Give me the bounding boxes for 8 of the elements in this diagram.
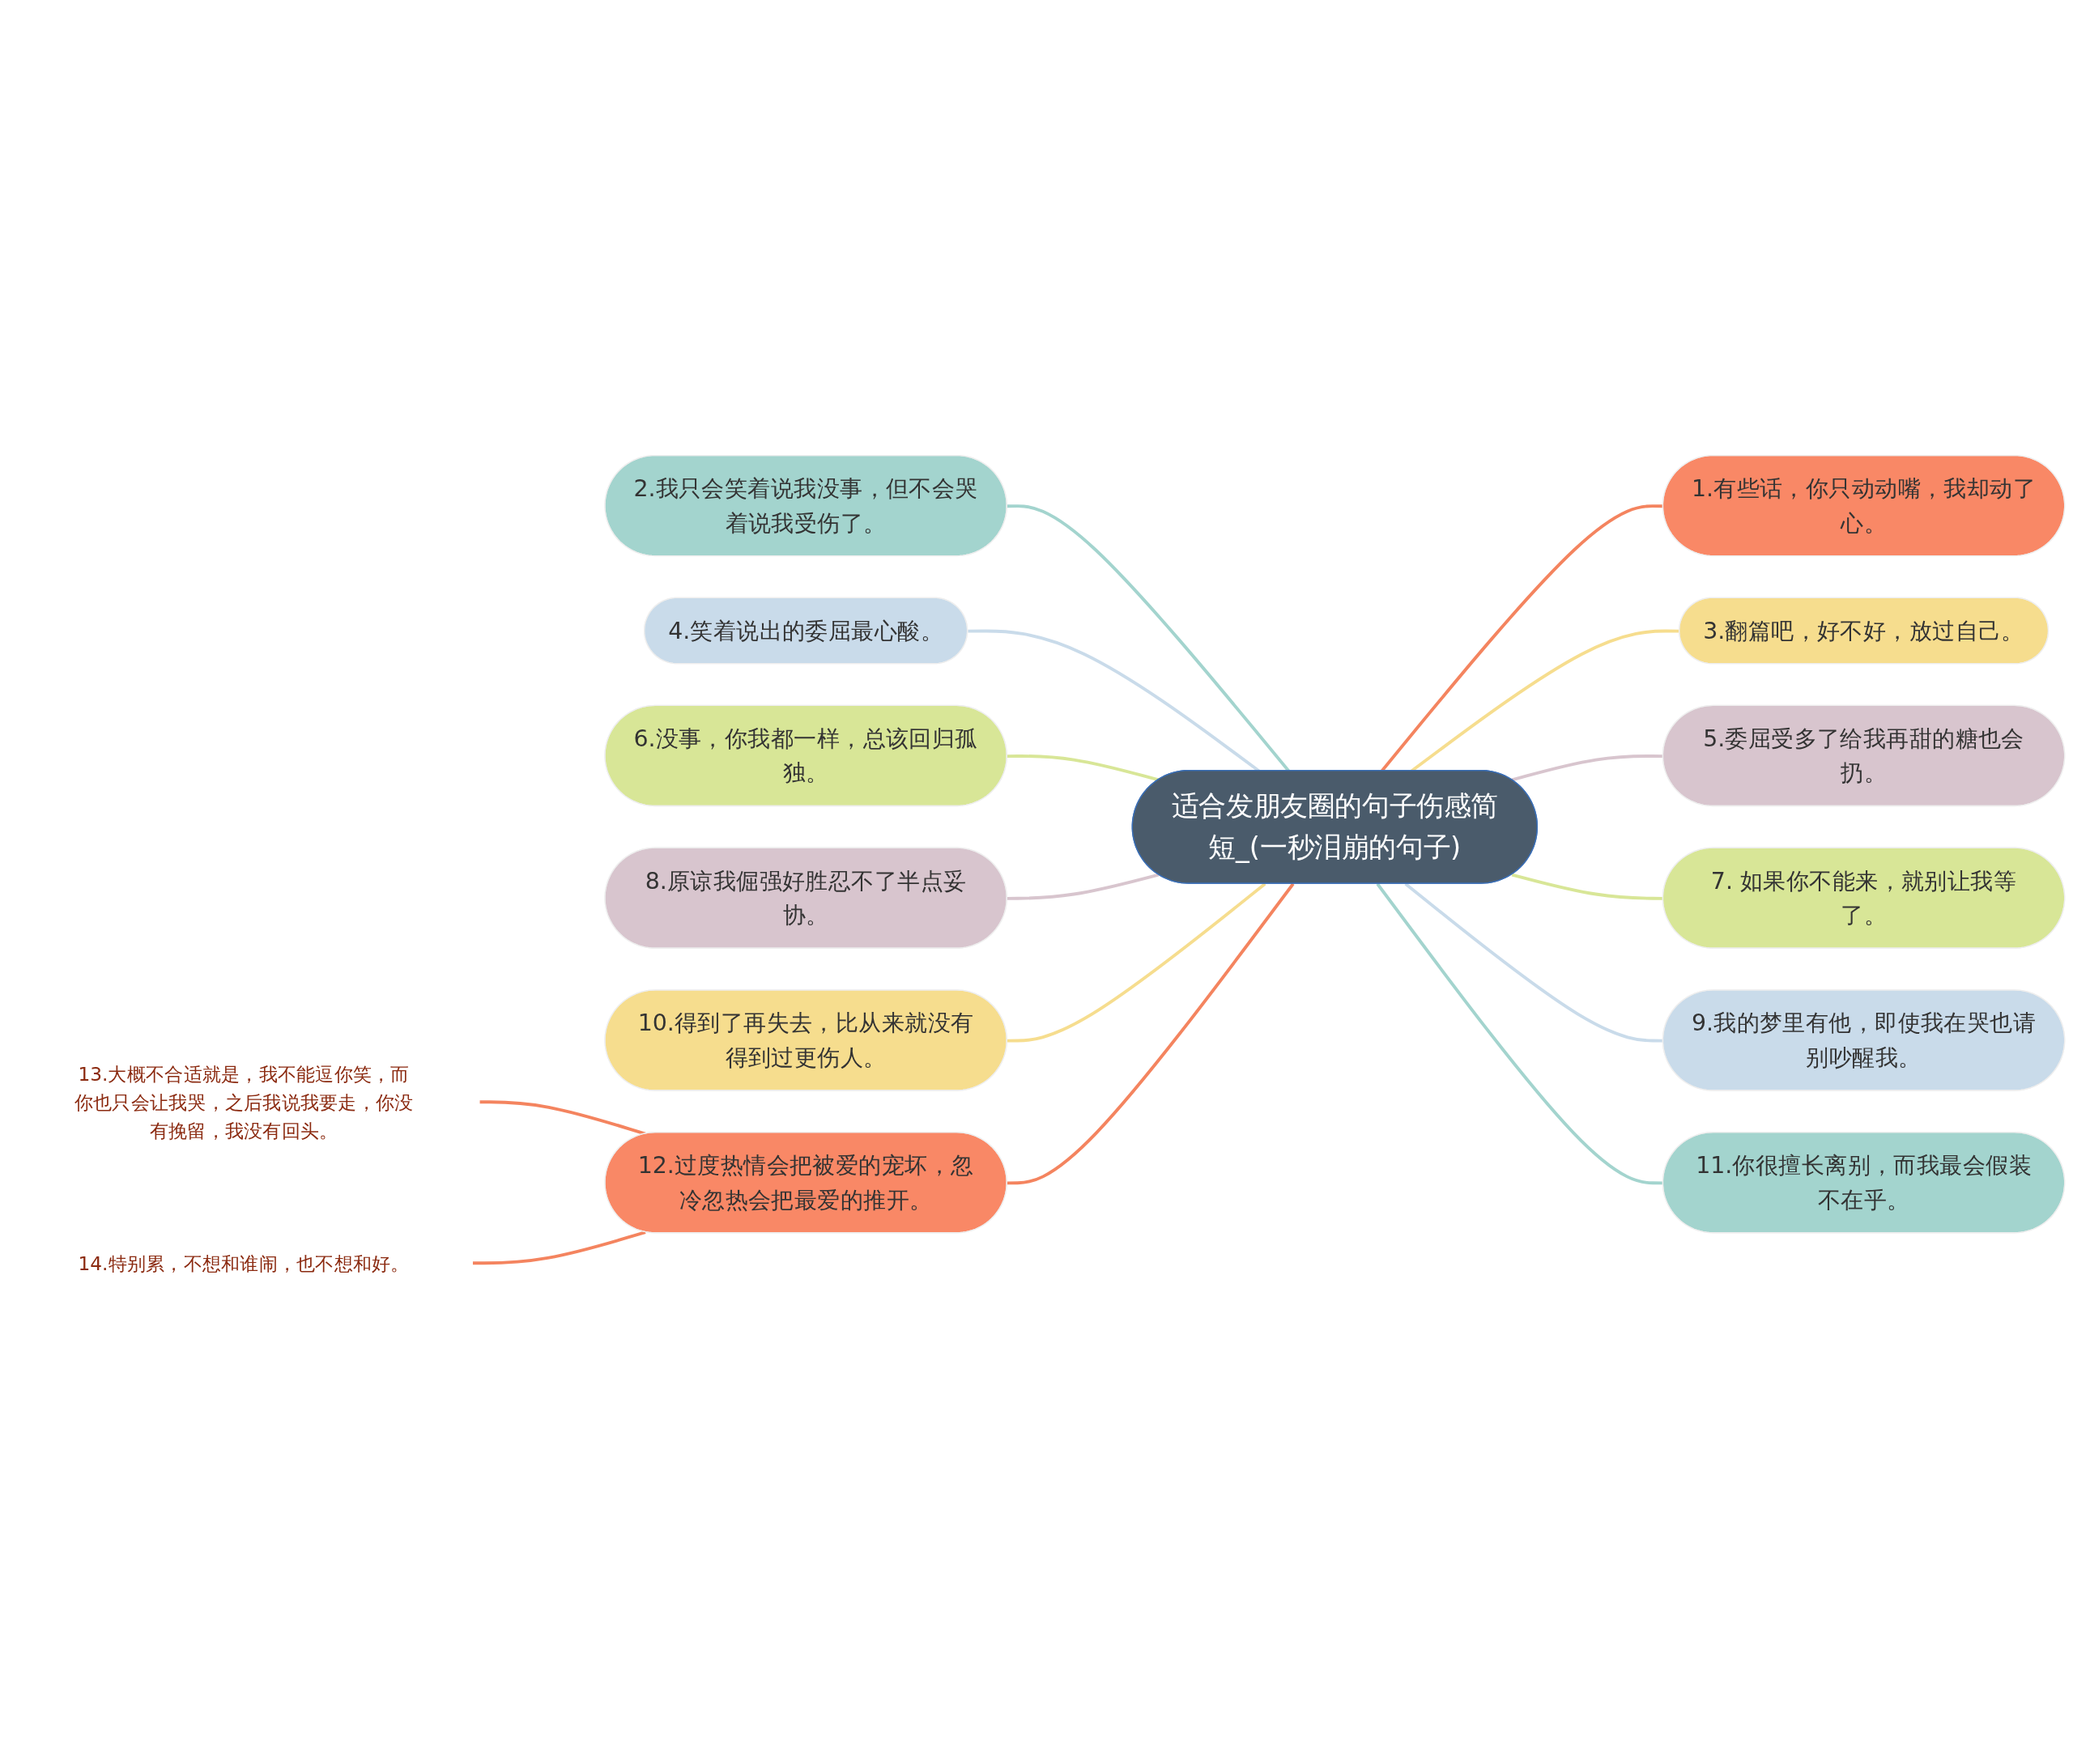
connector <box>472 1231 646 1265</box>
node-text: 13.大概不合适就是，我不能逗你笑，而你也只会让我哭，之后我说我要走，你没有挽留，我没有回头。 <box>74 1062 414 1141</box>
connector <box>1007 882 1295 1185</box>
connector <box>1007 754 1160 782</box>
connector <box>1007 873 1160 900</box>
connector <box>479 1100 646 1136</box>
connector <box>1007 882 1266 1043</box>
node-text: 14.特别累，不想和谁闹，也不想和好。 <box>78 1252 410 1274</box>
